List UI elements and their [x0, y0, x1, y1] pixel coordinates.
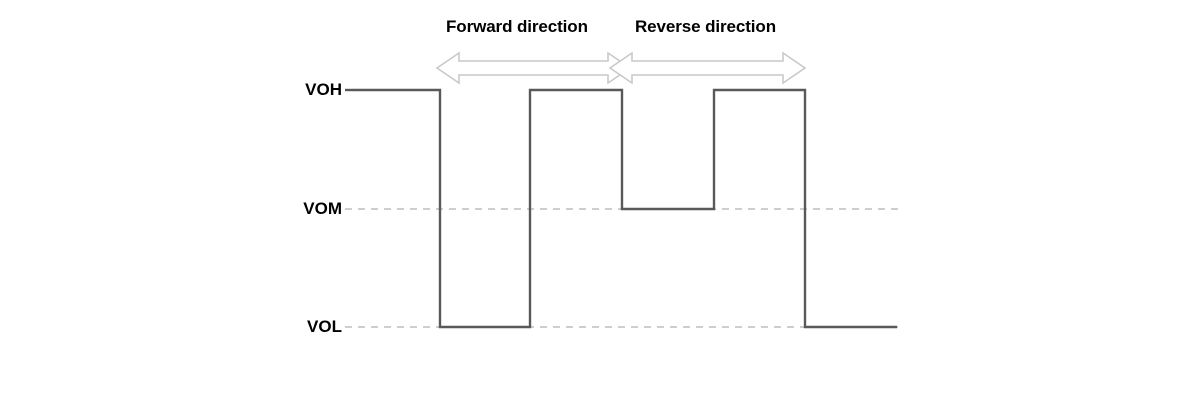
level-label-voh: VOH: [305, 80, 342, 99]
level-label-vol: VOL: [307, 317, 342, 336]
reverse-direction-label: Reverse direction: [635, 17, 776, 36]
reverse-direction-arrow: [608, 51, 807, 85]
signal-waveform: [352, 88, 897, 329]
level-label-vom: VOM: [303, 199, 342, 218]
forward-direction-label: Forward direction: [446, 17, 588, 36]
forward-direction-arrow: [435, 51, 632, 85]
